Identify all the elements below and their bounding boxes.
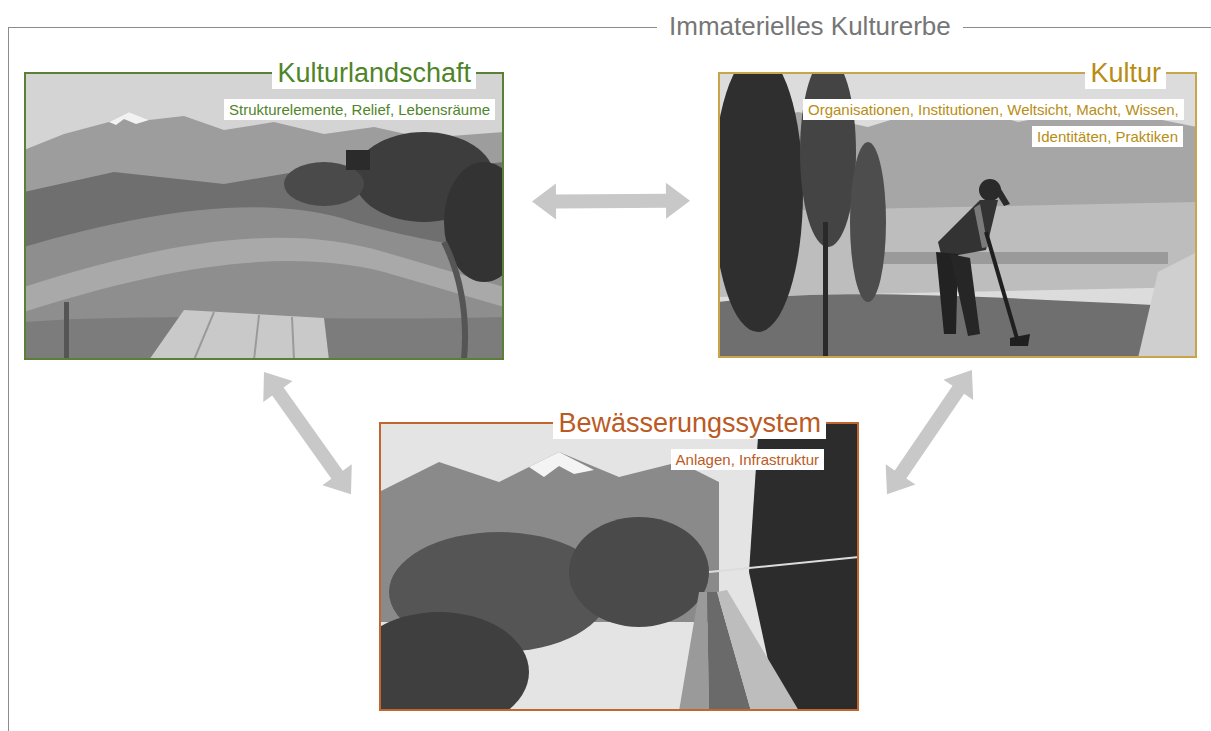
- irrigation-panel: BewässerungssystemAnlagen, Infrastruktur: [379, 422, 859, 711]
- water-channel: [444, 242, 465, 360]
- panel-heading: Kultur: [1085, 57, 1166, 89]
- panel-subtitle: Anlagen, Infrastruktur: [671, 449, 824, 470]
- ground: [718, 294, 1197, 358]
- stake: [64, 302, 69, 360]
- tree-group: [569, 517, 709, 627]
- channel-wall: [679, 592, 709, 711]
- tree: [850, 142, 886, 302]
- panel-subtitle: Strukturelemente, Relief, Lebensräume: [224, 99, 495, 120]
- culture-photo: [718, 72, 1197, 358]
- sky: [24, 72, 504, 360]
- village: [868, 252, 1168, 264]
- person-arm: [974, 204, 988, 248]
- channel-wall: [717, 590, 799, 711]
- panel-heading: Bewässerungssystem: [553, 407, 826, 439]
- heritage-frame: KulturlandschaftStrukturelemente, Relief…: [8, 27, 1211, 731]
- hoe-blade: [1010, 334, 1030, 346]
- frame-title: Immaterielles Kulturerbe: [657, 11, 963, 42]
- double-arrow: [263, 372, 352, 494]
- safety-wire: [709, 557, 859, 572]
- person-leg: [950, 254, 980, 336]
- subtitle-row: Strukturelemente, Relief, Lebensräume: [35, 96, 495, 123]
- culture-panel: KulturOrganisationen, Institutionen, Wel…: [718, 72, 1197, 358]
- hut: [346, 150, 370, 170]
- panel-subtitle: Organisationen, Institutionen, Weltsicht…: [803, 99, 1184, 147]
- subtitle-row: Anlagen, Infrastruktur: [384, 446, 824, 473]
- double-arrow: [886, 370, 974, 494]
- hoe-handle: [986, 232, 1018, 342]
- snow-peak: [109, 112, 149, 125]
- snow-peak: [529, 452, 594, 477]
- irrigation-photo: [379, 422, 859, 711]
- plank-joints: [194, 312, 294, 360]
- tree-trunk: [823, 222, 828, 358]
- panel-heading: Kulturlandschaft: [272, 57, 476, 89]
- meadow: [24, 207, 504, 360]
- rock: [1138, 252, 1197, 358]
- landscape-photo: [24, 72, 504, 360]
- tree-group: [379, 612, 529, 711]
- meadow-terrace: [24, 238, 504, 312]
- double-arrow: [532, 183, 690, 220]
- landscape-panel: KulturlandschaftStrukturelemente, Relief…: [24, 72, 504, 360]
- tree: [718, 72, 803, 332]
- subtitle-row: Organisationen, Institutionen, Weltsicht…: [803, 96, 1183, 150]
- wooden-planks: [149, 310, 329, 360]
